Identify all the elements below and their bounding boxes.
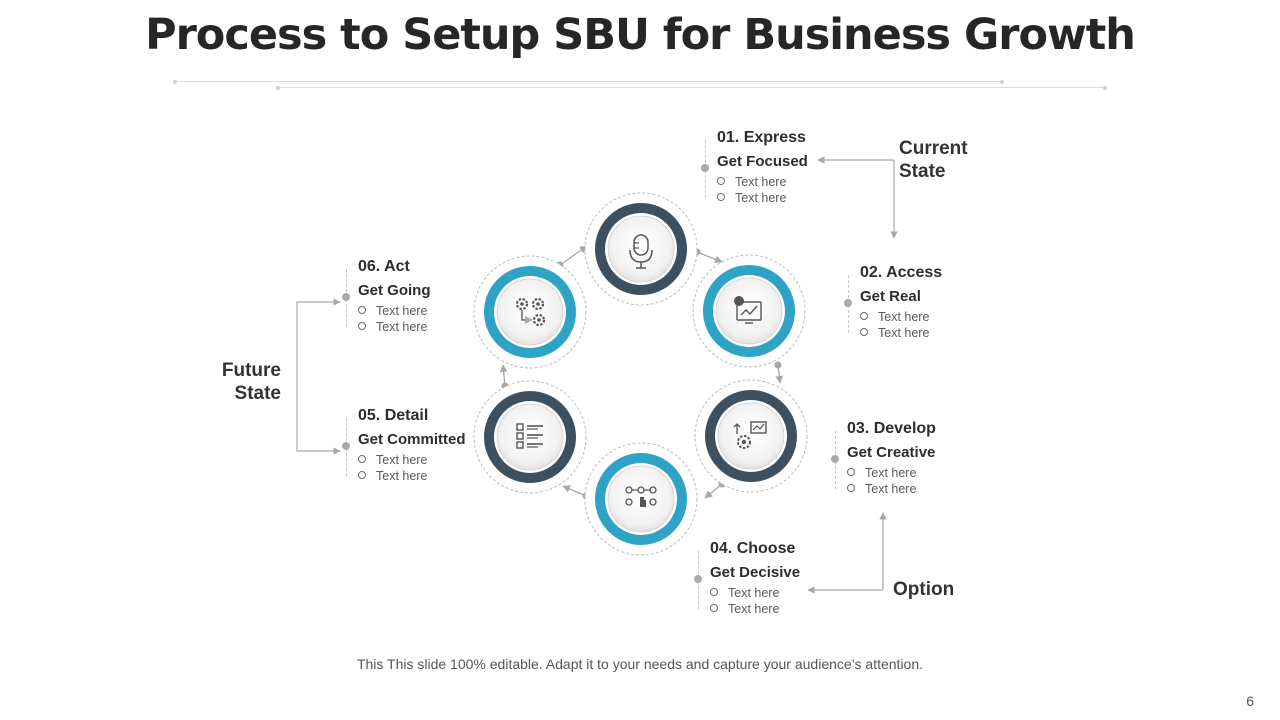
touch-network-icon	[625, 486, 657, 507]
step-4: 04. Choose Get Decisive Text here Text h…	[694, 539, 801, 617]
step-bullet-dot	[694, 575, 702, 583]
page-number: 6	[1246, 693, 1254, 709]
step-bullet-dot	[342, 442, 350, 450]
title-rule-dot	[276, 86, 280, 90]
step-bullet: Text here	[358, 319, 431, 335]
title-rule-dot	[173, 80, 177, 84]
step-6: 06. Act Get Going Text here Text here	[342, 257, 431, 335]
cycle-node-1	[584, 192, 698, 306]
step-bullet: Text here	[358, 468, 466, 484]
step-number: 02. Access	[860, 264, 943, 281]
cycle-node-3	[694, 379, 808, 493]
analytics-screen-icon	[734, 296, 762, 324]
future-state-arrow-up	[296, 298, 341, 375]
footer-note: This This slide 100% editable. Adapt it …	[356, 656, 924, 672]
checklist-icon	[516, 423, 543, 449]
step-subtitle: Get Creative	[847, 444, 936, 461]
step-3: 03. Develop Get Creative Text here Text …	[831, 419, 936, 497]
step-number: 05. Detail	[358, 407, 429, 424]
step-bullet: Text here	[710, 585, 800, 601]
step-number: 04. Choose	[710, 540, 796, 557]
step-subtitle: Get Committed	[358, 431, 466, 448]
step-subtitle: Get Decisive	[710, 564, 801, 581]
cycle-node-4	[584, 442, 698, 556]
step-bullet: Text here	[717, 190, 808, 206]
step-bullet: Text here	[847, 465, 936, 481]
step-number: 03. Develop	[847, 420, 936, 437]
step-bullet: Text here	[358, 452, 466, 468]
step-subtitle: Get Going	[358, 282, 431, 299]
step-1: 01. Express Get Focused Text here Text h…	[701, 128, 808, 206]
title-rule-dot	[1000, 80, 1004, 84]
title-rule-dot	[1103, 86, 1107, 90]
option-label: Option	[893, 579, 955, 600]
step-bullet-dot	[342, 293, 350, 301]
future-state-arrow-down	[296, 375, 341, 455]
step-2: 02. Access Get Real Text here Text here	[844, 263, 943, 341]
step-subtitle: Get Focused	[717, 153, 808, 170]
step-bullet: Text here	[358, 303, 431, 319]
cycle-nodes	[473, 192, 808, 556]
cycle-node-2	[692, 254, 806, 368]
step-5: 05. Detail Get Committed Text here Text …	[342, 406, 466, 484]
growth-gear-chart-icon	[733, 421, 767, 449]
step-bullet: Text here	[710, 601, 800, 617]
cycle-node-5	[473, 380, 587, 494]
step-bullet: Text here	[860, 325, 942, 341]
step-bullet-dot	[701, 164, 709, 172]
step-number: 01. Express	[717, 129, 806, 146]
cycle-connector-arrow	[693, 248, 723, 264]
title-rule-bottom	[279, 87, 1106, 88]
step-bullet: Text here	[847, 481, 936, 497]
microphone-icon	[629, 234, 653, 269]
step-bullet: Text here	[717, 174, 808, 190]
state-arrows	[296, 156, 898, 594]
step-subtitle: Get Real	[860, 288, 921, 305]
step-bullet: Text here	[860, 309, 942, 325]
step-number: 06. Act	[358, 258, 410, 275]
cycle-connectors	[499, 245, 784, 500]
cycle-node-6	[473, 255, 587, 369]
step-bullet-dot	[831, 455, 839, 463]
gears-process-icon	[515, 297, 546, 327]
step-bullet-dot	[844, 299, 852, 307]
cycle-connector-arrow	[774, 361, 784, 384]
slide-title: Process to Setup SBU for Business Growth	[145, 10, 1136, 60]
title-rule-top	[176, 81, 1003, 82]
